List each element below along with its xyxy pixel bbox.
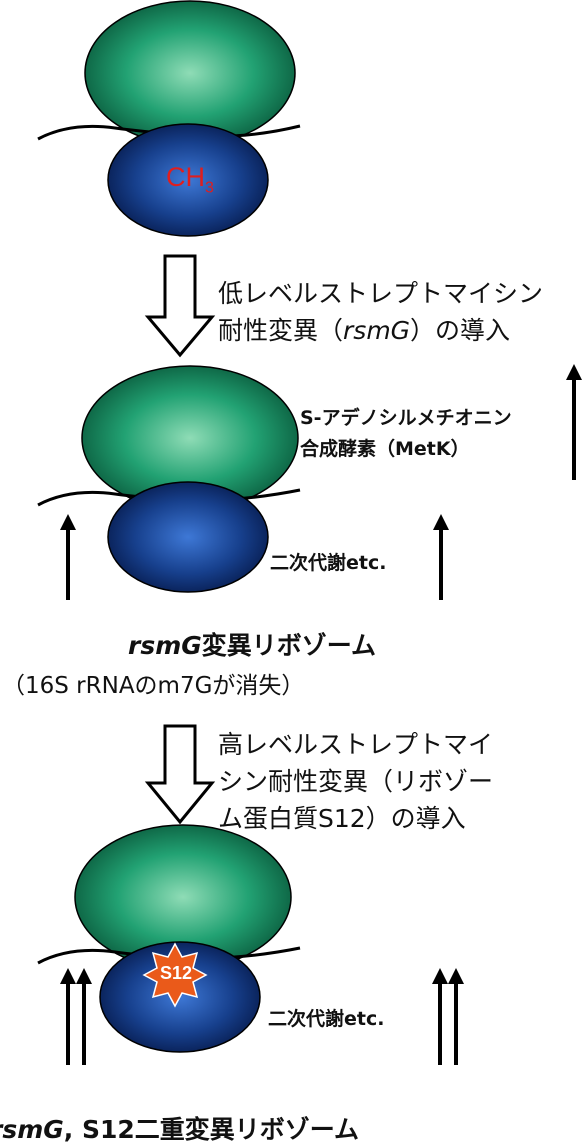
step1-line2-post: ）の導入 [410,316,511,345]
caption3-rest: , S12二重変異リボゾーム [63,1115,360,1144]
caption-gene: rsmG [128,631,202,660]
s12-star-marker [142,942,208,1008]
step1-line2-pre: 耐性変異（ [218,316,344,345]
rsmg-ribosome-subcaption: （16S rRNAのm7Gが消失） [2,673,305,699]
double-up-arrow-right [432,968,464,1065]
metk-line1: S-アデノシルメチオニン [300,407,512,429]
ribosome-double-mutant [37,824,301,1053]
methyl-group-label: CH3 [166,162,214,197]
step1-line1: 低レベルストレプトマイシン [218,279,544,308]
secondary-metabolism-label-2: 二次代謝etc. [270,552,387,574]
up-arrow-right-stage2 [433,514,449,600]
small-subunit [107,481,269,593]
caption3-gene: rsmG [0,1115,64,1144]
ribosome-rsmg-mutant [37,365,301,593]
step-arrow-1 [144,254,216,358]
step2-line2: シン耐性変異（リボゾー [218,767,494,796]
double-up-arrow-left [60,968,92,1065]
secondary-metabolism-label-3: 二次代謝etc. [268,1008,385,1030]
s12-label: S12 [160,963,193,983]
up-arrow-left-stage2 [60,514,76,600]
step1-line2: 耐性変異（rsmG）の導入 [218,312,543,349]
rsmg-ribosome-caption: rsmG変異リボゾーム [128,626,376,662]
ribosome-wildtype [37,0,301,237]
up-arrow-metk [566,364,582,480]
step1-description: 低レベルストレプトマイシン 耐性変異（rsmG）の導入 [218,275,543,349]
step2-line1: 高レベルストレプトマイ [218,730,494,759]
metk-line2: 合成酵素（MetK） [300,438,470,460]
caption-rest: 変異リボゾーム [201,631,377,660]
step1-gene: rsmG [343,316,411,345]
step2-line3: ム蛋白質S12）の導入 [218,804,466,833]
metk-enzyme-label: S-アデノシルメチオニン 合成酵素（MetK） [300,403,512,465]
small-subunit [107,123,269,237]
step2-description: 高レベルストレプトマイ シン耐性変異（リボゾー ム蛋白質S12）の導入 [218,726,493,837]
double-mutant-caption: rsmG, S12二重変異リボゾーム [0,1110,359,1146]
step-arrow-2 [144,724,216,825]
methyl-text: CH [166,162,205,192]
methyl-subscript: 3 [205,179,214,197]
